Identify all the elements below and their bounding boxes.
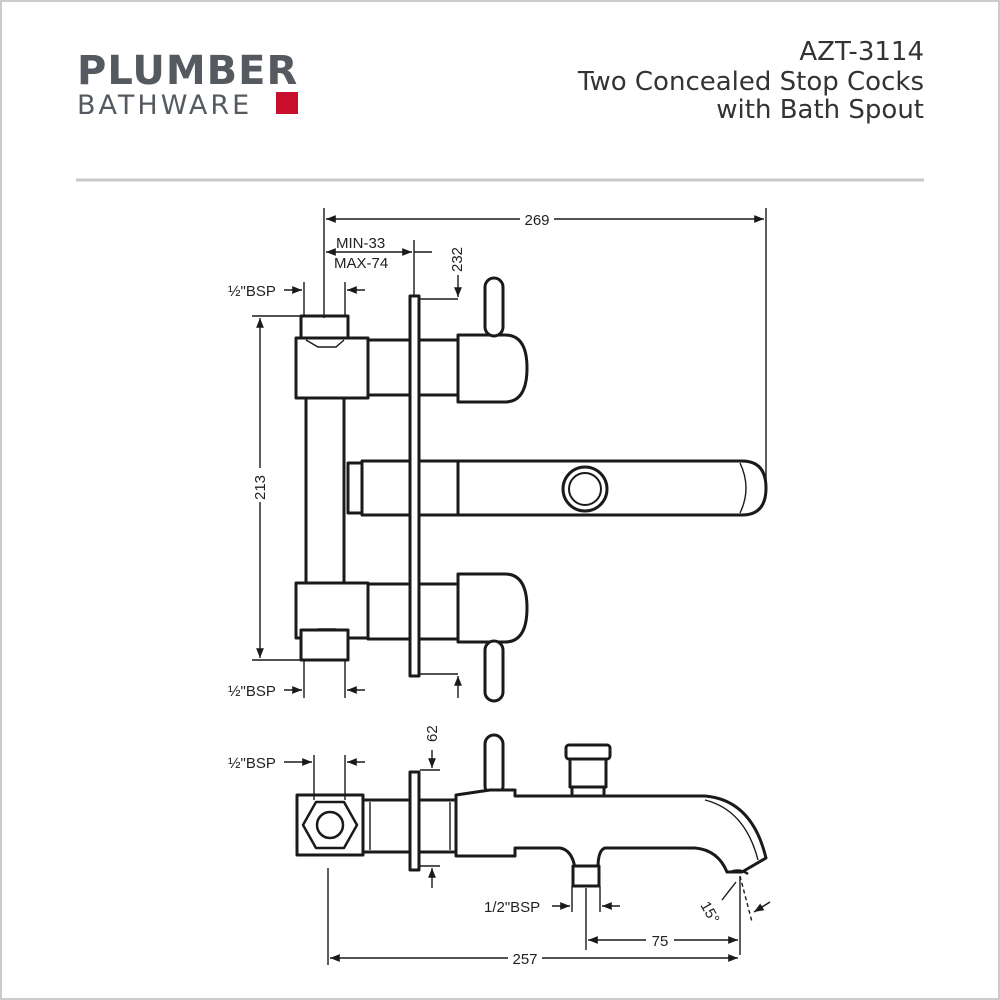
spout-front xyxy=(456,459,768,517)
dim-overall-width: 269 xyxy=(524,212,549,229)
dim-inlet-side: ½"BSP xyxy=(228,755,276,772)
top-lever xyxy=(483,276,505,338)
top-handle-head xyxy=(456,333,529,404)
dim-inlet-bottom: ½"BSP xyxy=(228,683,276,700)
front-view: 269 MIN-33 MAX-74 232 ½"BSP 213 ½"BSP xyxy=(228,208,768,703)
side-diverter-knob xyxy=(564,743,612,761)
brand-subname: BATHWARE xyxy=(77,90,252,121)
dim-wall-min: MIN-33 xyxy=(336,235,385,252)
wall-plate xyxy=(408,294,421,678)
side-lever xyxy=(483,733,505,797)
dim-angle: 15° xyxy=(697,899,723,927)
product-title-block: AZT-3114 Two Concealed Stop Cocks with B… xyxy=(577,37,924,125)
dim-height: 213 xyxy=(252,475,269,500)
bottom-lever xyxy=(483,639,505,703)
product-title-line2: with Bath Spout xyxy=(716,95,924,125)
product-title-line1: Two Concealed Stop Cocks xyxy=(577,67,924,97)
side-spout xyxy=(454,788,768,874)
dim-spout-outlet: 1/2"BSP xyxy=(484,899,540,916)
bottom-inlet-nut xyxy=(299,628,350,662)
top-valve-body xyxy=(294,336,370,400)
brand-logo: PLUMBER BATHWARE xyxy=(77,48,298,121)
dim-projection: 257 xyxy=(512,951,537,968)
bottom-handle-head xyxy=(456,572,529,644)
dim-lever-height: 62 xyxy=(424,725,441,742)
dim-inlet-top: ½"BSP xyxy=(228,283,276,300)
dim-plate-offset: 232 xyxy=(449,247,466,272)
brand-name: PLUMBER xyxy=(77,48,298,94)
side-wall-plate xyxy=(408,770,421,872)
brand-accent-square xyxy=(276,92,298,114)
dim-wall-max: MAX-74 xyxy=(334,255,388,272)
side-view: 62 ½"BSP 1/2"BSP 15° 75 257 xyxy=(228,725,771,968)
product-code: AZT-3114 xyxy=(799,37,924,67)
dim-spout-reach: 75 xyxy=(652,933,669,950)
